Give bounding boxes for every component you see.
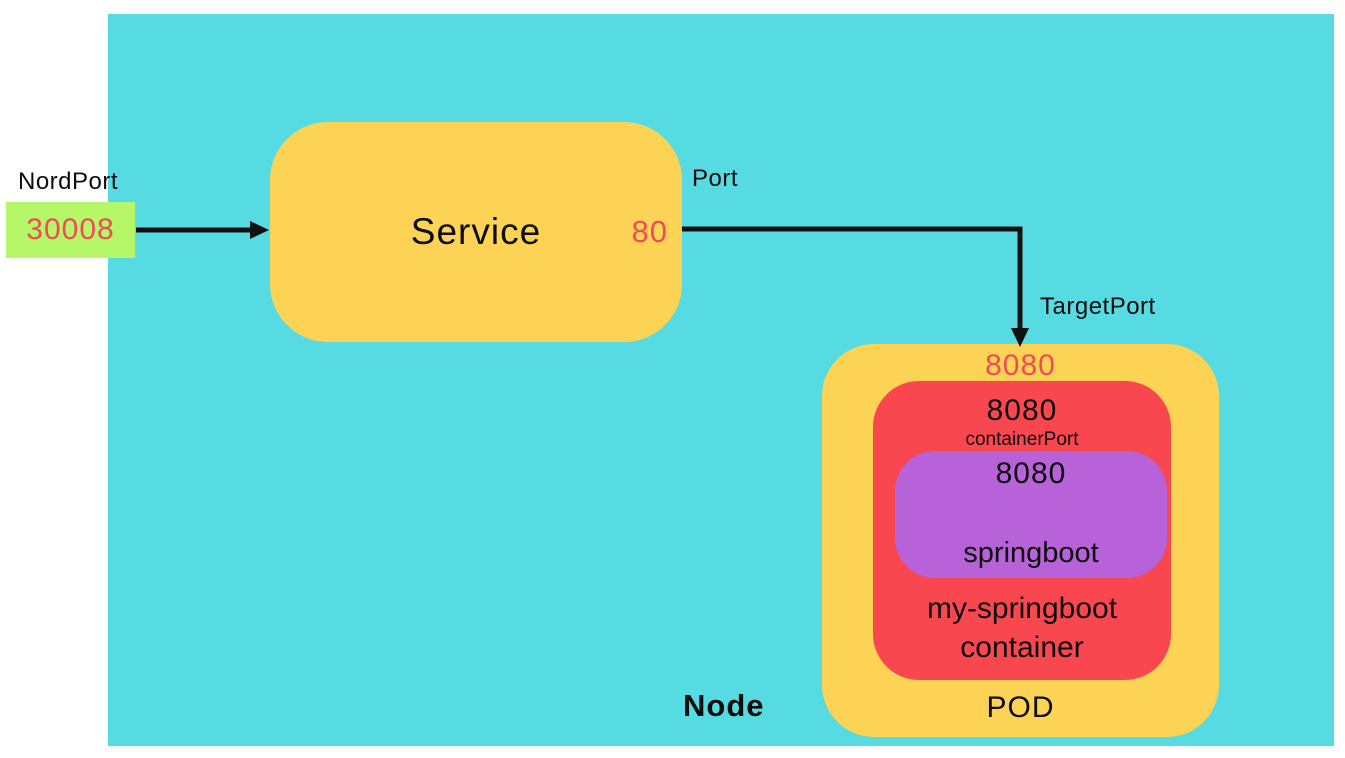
app-name: springboot <box>963 537 1099 569</box>
service-box: Service 80 <box>270 122 682 342</box>
containerport-label: containerPort <box>965 429 1079 450</box>
port-label: Port <box>692 165 739 192</box>
container-name-line1: my-springboot <box>926 592 1118 625</box>
targetport-label: TargetPort <box>1040 293 1156 320</box>
nodeport-label: NordPort <box>18 168 119 195</box>
container-name-line2: container <box>960 631 1084 664</box>
containerport-value: 8080 <box>986 394 1058 427</box>
nodeport-value: 30008 <box>26 213 115 246</box>
service-label: Service <box>410 211 542 252</box>
nodeport-value-box: 30008 <box>6 202 135 258</box>
app-port-value: 8080 <box>995 457 1067 490</box>
service-port-value: 80 <box>631 214 668 249</box>
pod-label: POD <box>986 691 1055 724</box>
node-label: Node <box>683 688 765 723</box>
pod-box: 8080 8080 containerPort 8080 springboot … <box>822 344 1219 737</box>
app-box: 8080 springboot <box>895 451 1167 578</box>
targetport-value: 8080 <box>985 349 1056 382</box>
container-name: my-springboot container <box>873 589 1171 667</box>
container-box: 8080 containerPort 8080 springboot my-sp… <box>873 381 1171 680</box>
